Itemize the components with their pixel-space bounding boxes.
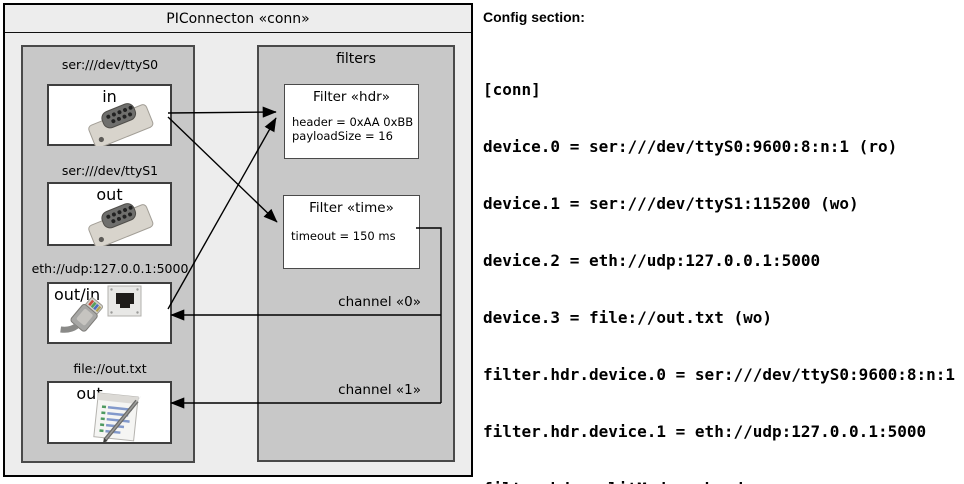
channel-0-label: channel «0» bbox=[338, 294, 421, 310]
filter-time-box: Filter «time» timeout = 150 ms bbox=[283, 195, 420, 269]
config-line: device.3 = file://out.txt (wo) bbox=[483, 308, 772, 327]
ethernet-port-icon bbox=[107, 285, 142, 317]
config-line: device.2 = eth://udp:127.0.0.1:5000 bbox=[483, 251, 821, 270]
diagram-title: PIConnecton «conn» bbox=[166, 11, 310, 27]
config-section-body: [conn] device.0 = ser:///dev/ttyS0:9600:… bbox=[483, 42, 964, 484]
title-separator bbox=[5, 32, 471, 33]
config-line: [conn] bbox=[483, 80, 541, 99]
serial-connector-icon bbox=[88, 103, 154, 146]
device-label-eth-udp: eth://udp:127.0.0.1:5000 bbox=[31, 261, 189, 276]
filter-hdr-title: Filter «hdr» bbox=[313, 89, 390, 105]
filter-property: timeout = 150 ms bbox=[291, 229, 396, 243]
port-direction-label: in bbox=[102, 87, 117, 106]
device-box-eth-udp: out/in bbox=[47, 282, 172, 344]
device-box-ttys0: in bbox=[47, 84, 172, 146]
filter-time-title: Filter «time» bbox=[309, 200, 394, 216]
filters-panel-title: filters bbox=[336, 51, 376, 67]
device-label-ttys0: ser:///dev/ttyS0 bbox=[61, 57, 159, 72]
config-line: filter.hdr.splitMode = header bbox=[483, 479, 964, 484]
ethernet-connector-icon bbox=[60, 297, 104, 333]
config-line: device.1 = ser:///dev/ttyS1:115200 (wo) bbox=[483, 194, 859, 213]
filter-hdr-properties: header = 0xAA 0xBB payloadSize = 16 bbox=[292, 115, 413, 143]
filter-hdr-box: Filter «hdr» header = 0xAA 0xBB payloadS… bbox=[284, 84, 419, 159]
config-line: filter.hdr.device.0 = ser:///dev/ttyS0:9… bbox=[483, 365, 956, 384]
port-direction-label: out/in bbox=[54, 285, 101, 304]
filters-panel: filters Filter «hdr» header = 0xAA 0xBB … bbox=[257, 45, 455, 462]
port-direction-label: out bbox=[96, 185, 123, 204]
port-direction-label: out bbox=[76, 384, 103, 403]
config-section-heading: Config section: bbox=[483, 9, 585, 25]
config-line: filter.hdr.device.1 = eth://udp:127.0.0.… bbox=[483, 422, 927, 441]
channel-1-label: channel «1» bbox=[338, 382, 421, 398]
device-label-file-out: file://out.txt bbox=[73, 361, 147, 376]
device-box-file-out: out bbox=[47, 381, 172, 444]
device-box-ttys1: out bbox=[47, 182, 172, 246]
device-label-ttys1: ser:///dev/ttyS1 bbox=[61, 163, 159, 178]
devices-panel: ser:///dev/ttyS0 in bbox=[21, 45, 195, 463]
notepad-icon bbox=[93, 392, 141, 443]
filter-property: payloadSize = 16 bbox=[292, 129, 393, 143]
filter-time-properties: timeout = 150 ms bbox=[291, 229, 396, 243]
filter-property: header = 0xAA 0xBB bbox=[292, 115, 414, 129]
connection-diagram-frame: PIConnecton «conn» ser:///dev/ttyS0 in bbox=[3, 3, 473, 477]
serial-connector-icon bbox=[88, 203, 154, 246]
config-line: device.0 = ser:///dev/ttyS0:9600:8:n:1 (… bbox=[483, 137, 898, 156]
